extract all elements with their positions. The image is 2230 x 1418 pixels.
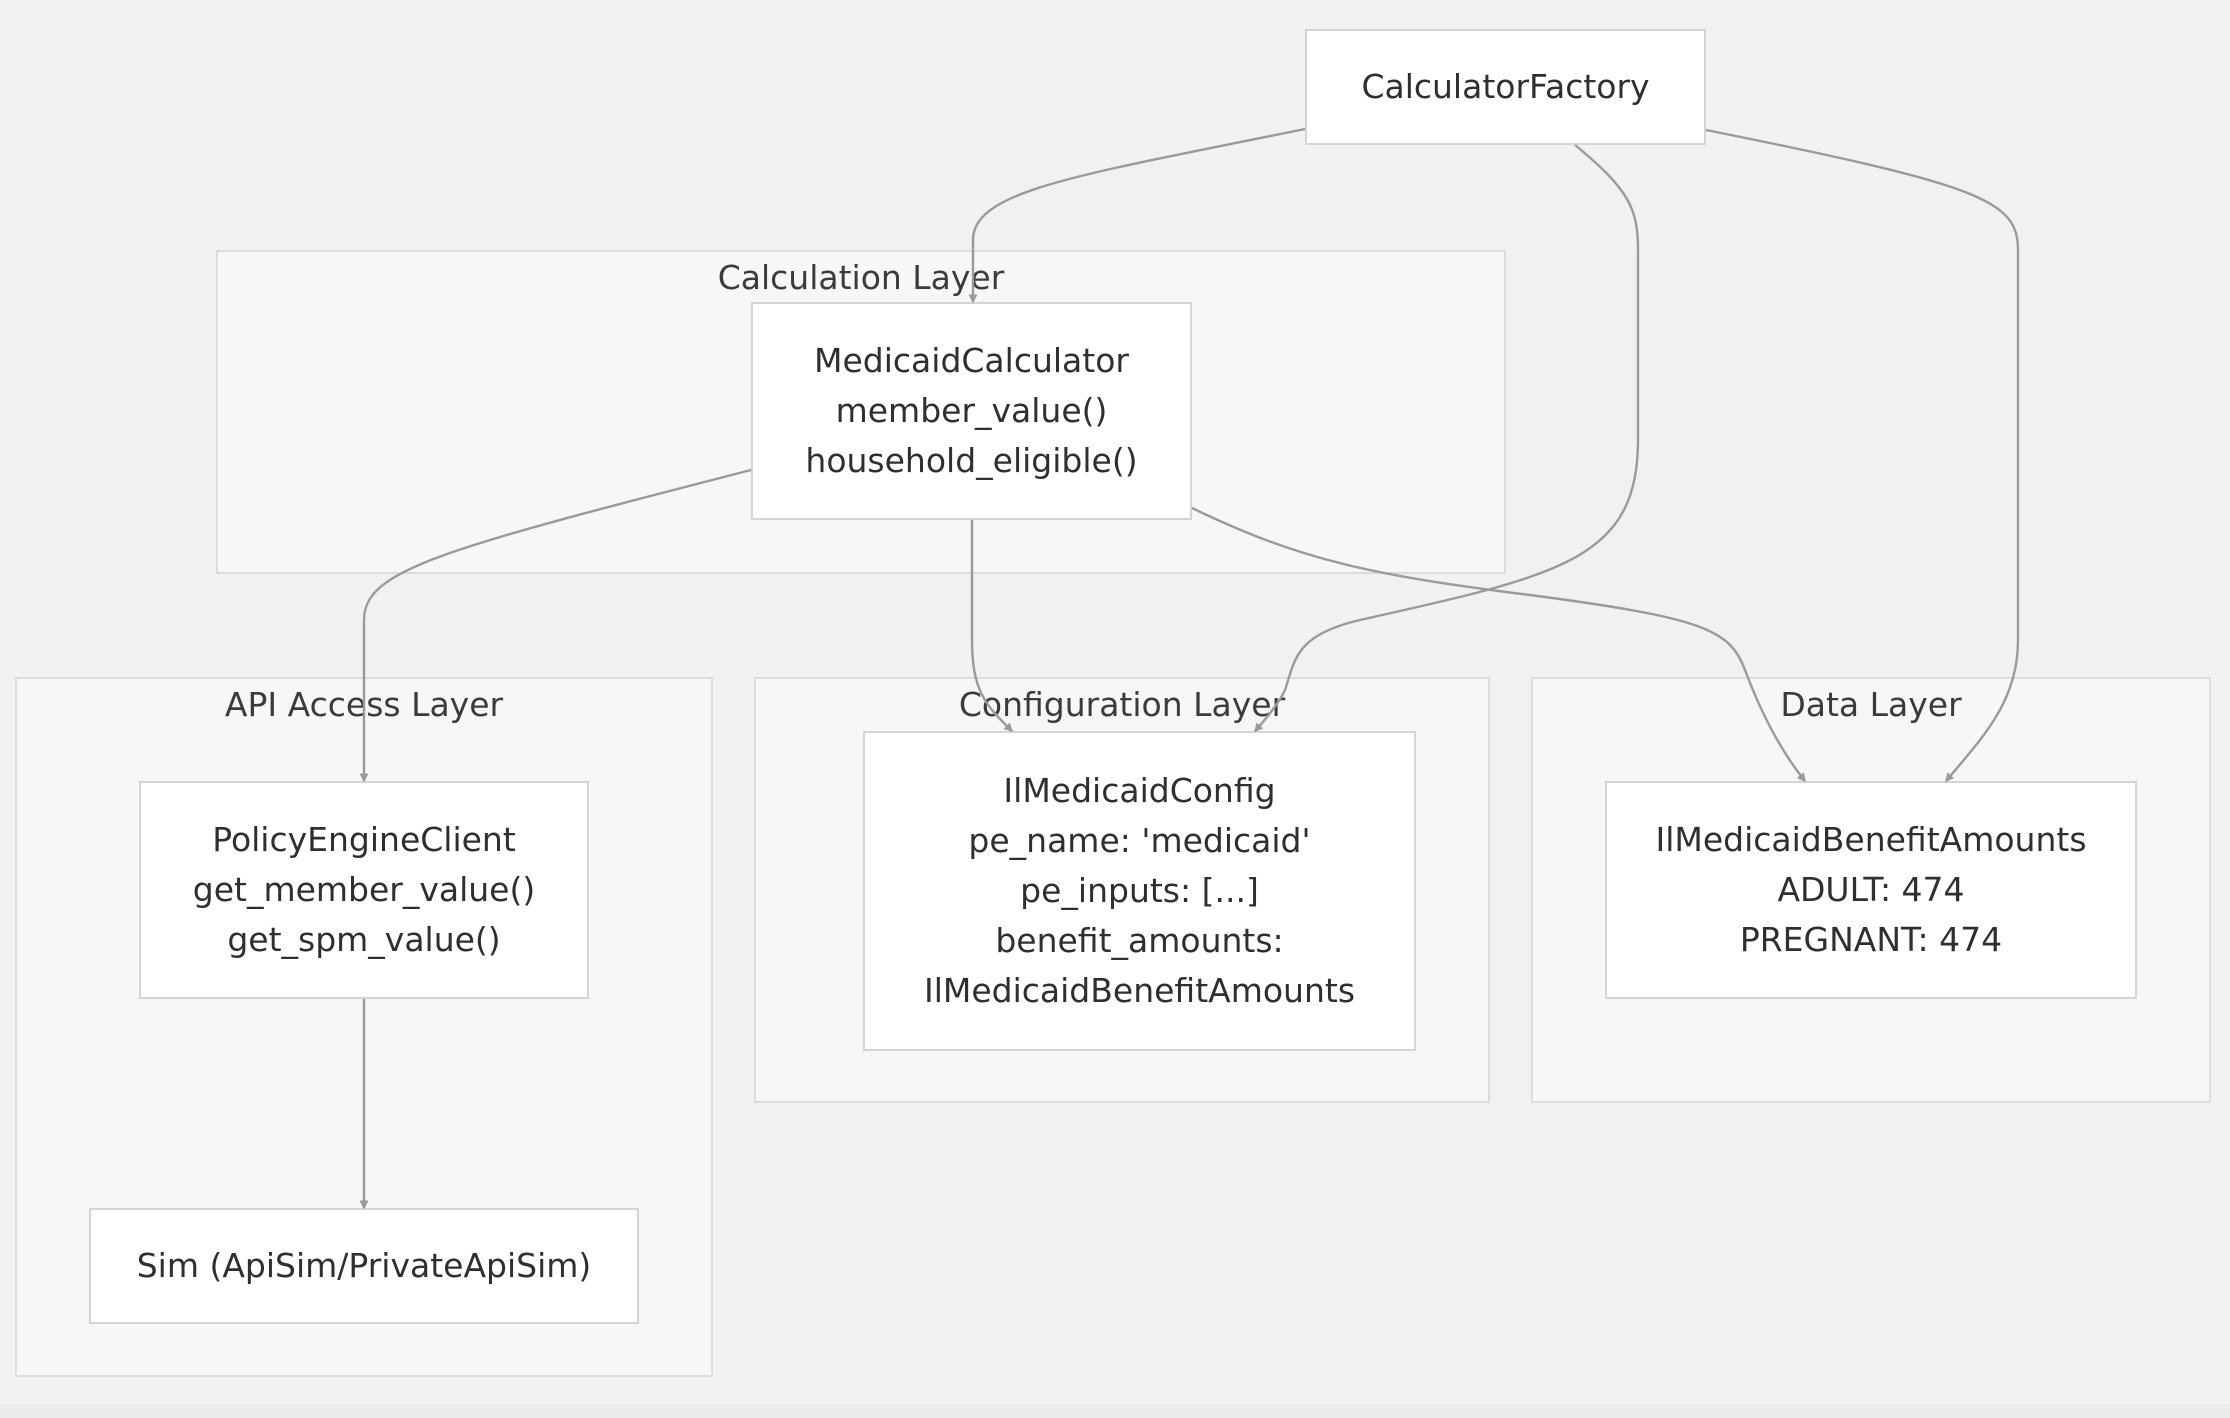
calculator-factory-label: CalculatorFactory bbox=[1361, 67, 1650, 106]
edge-medicaid-calculator-to-policy-engine-client bbox=[359, 468, 752, 783]
il-medicaid-benefit-amounts-node: IlMedicaidBenefitAmounts ADULT: 474 PREG… bbox=[1605, 781, 2137, 999]
edge-factory-to-medicaid-calculator bbox=[968, 127, 1306, 304]
il-medicaid-config-node: IlMedicaidConfig pe_name: 'medicaid' pe_… bbox=[863, 731, 1416, 1051]
policy-engine-client-method-get-member-value: get_member_value() bbox=[192, 870, 536, 909]
il-medicaid-config-pe-inputs: pe_inputs: [...] bbox=[1020, 871, 1259, 910]
policy-engine-client-label: PolicyEngineClient bbox=[212, 820, 516, 859]
sim-label: Sim (ApiSim/PrivateApiSim) bbox=[136, 1246, 592, 1285]
calculation-layer-title: Calculation Layer bbox=[717, 258, 1005, 297]
il-medicaid-benefit-amounts-label: IlMedicaidBenefitAmounts bbox=[1655, 820, 2087, 859]
policy-engine-client-method-get-spm-value: get_spm_value() bbox=[227, 920, 501, 959]
bottom-shadow-strip bbox=[0, 1404, 2230, 1418]
edge-factory-to-il-medicaid-benefit-amounts bbox=[1705, 128, 2020, 783]
il-medicaid-config-pe-name: pe_name: 'medicaid' bbox=[968, 821, 1311, 860]
edge-medicaid-calculator-to-il-medicaid-config bbox=[970, 520, 1014, 733]
edge-medicaid-calculator-to-il-medicaid-benefit-amounts bbox=[1191, 506, 1806, 783]
medicaid-calculator-method-household-eligible: household_eligible() bbox=[805, 441, 1138, 480]
medicaid-calculator-node: MedicaidCalculator member_value() househ… bbox=[751, 302, 1192, 520]
edge-factory-to-il-medicaid-config bbox=[1253, 144, 1640, 733]
il-medicaid-benefit-amounts-pregnant: PREGNANT: 474 bbox=[1739, 920, 2003, 959]
il-medicaid-config-label: IlMedicaidConfig bbox=[1003, 771, 1276, 810]
medicaid-calculator-label: MedicaidCalculator bbox=[814, 341, 1129, 380]
data-layer-title: Data Layer bbox=[1780, 685, 1962, 724]
il-medicaid-config-benefit-amounts-key: benefit_amounts: bbox=[995, 921, 1284, 960]
sim-node: Sim (ApiSim/PrivateApiSim) bbox=[89, 1208, 639, 1324]
policy-engine-client-node: PolicyEngineClient get_member_value() ge… bbox=[139, 781, 589, 999]
calculator-factory-node: CalculatorFactory bbox=[1305, 29, 1706, 145]
medicaid-calculator-method-member-value: member_value() bbox=[835, 391, 1108, 430]
configuration-layer-title: Configuration Layer bbox=[958, 685, 1286, 724]
il-medicaid-benefit-amounts-adult: ADULT: 474 bbox=[1777, 870, 1965, 909]
il-medicaid-config-benefit-amounts-value: IlMedicaidBenefitAmounts bbox=[923, 971, 1356, 1010]
